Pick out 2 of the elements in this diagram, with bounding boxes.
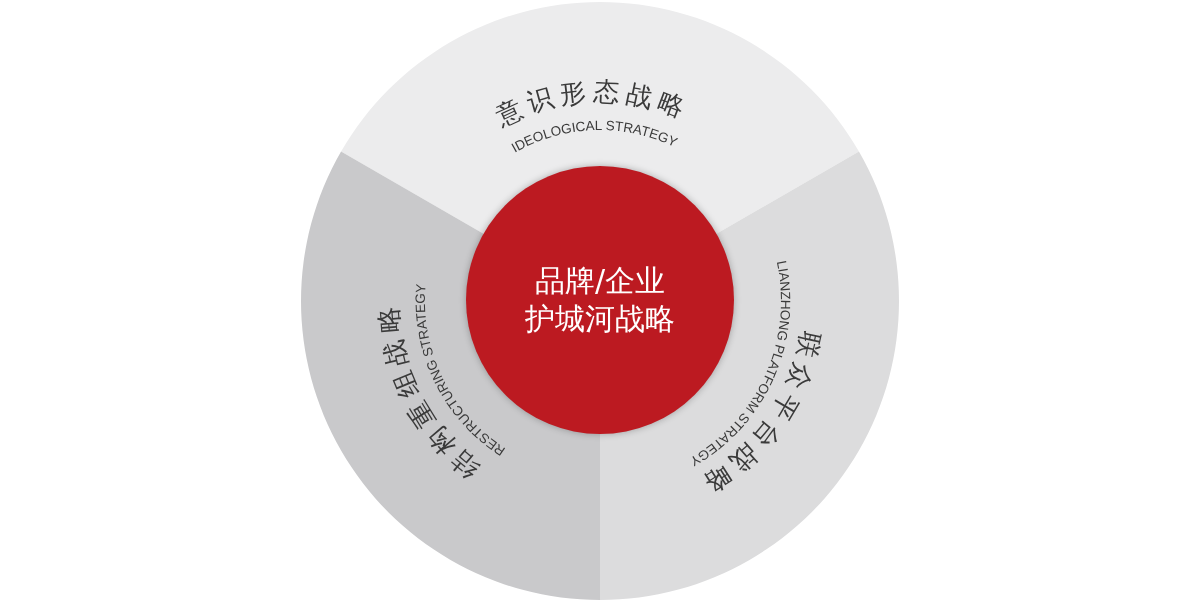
ring-segment [341,2,859,235]
center-title: 品牌/企业护城河战略 [524,262,676,338]
